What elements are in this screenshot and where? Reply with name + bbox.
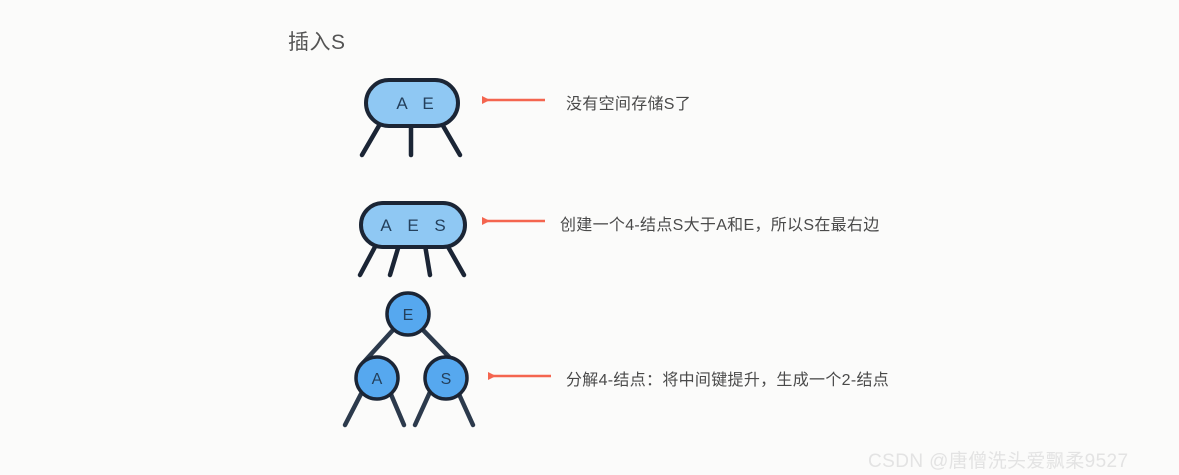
step-3-root-label: E	[403, 307, 414, 324]
step-1-node-group: A E	[359, 78, 463, 158]
step-3-tree-group: E A S	[342, 291, 476, 428]
step-1-child-links	[359, 121, 463, 158]
step-2-child-links	[357, 242, 467, 278]
step-3-root-node	[385, 291, 431, 337]
page-title: 插入S	[288, 31, 346, 54]
step-2-node-body	[359, 201, 467, 249]
step-3-child-node-right	[423, 355, 469, 401]
step-3-child-label-right: S	[441, 371, 452, 388]
step-2-key-2: S	[434, 216, 445, 235]
step-1-key-1: E	[422, 94, 433, 113]
step-1-key-0: A	[396, 94, 408, 113]
step-3-child-node-left	[354, 355, 400, 401]
step-3-child-links	[342, 389, 476, 428]
step-1-annotation: 没有空间存储S了	[566, 96, 692, 113]
step-3-annotation: 分解4-结点：将中间键提升，生成一个2-结点	[566, 372, 890, 389]
step-3-child-label-left: A	[372, 371, 383, 388]
step-2-annotation: 创建一个4-结点S大于A和E，所以S在最右边	[560, 217, 880, 234]
step-2-key-1: E	[407, 216, 418, 235]
step-1-node-body	[364, 78, 460, 128]
step-2-key-0: A	[380, 216, 392, 235]
csdn-watermark: CSDN @唐僧洗头爱飘柔9527	[868, 451, 1129, 472]
step-2-node-group: A E S	[357, 201, 467, 278]
